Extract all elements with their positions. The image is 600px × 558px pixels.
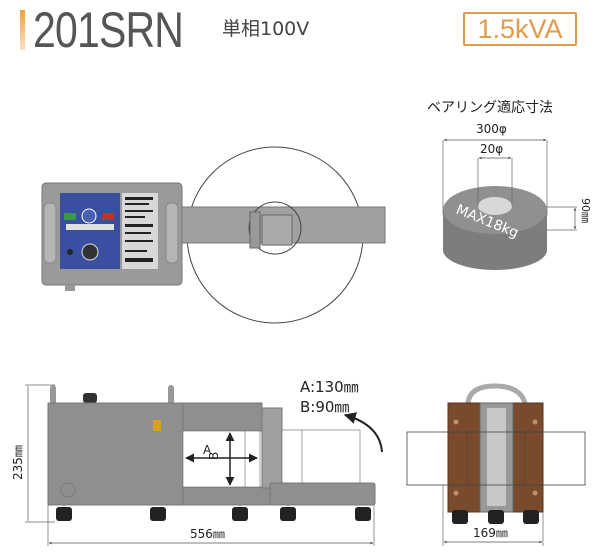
a-label: A	[203, 443, 212, 457]
front-view: 169㎜	[406, 383, 586, 546]
dial	[81, 243, 99, 261]
front-width-dimension: 169㎜	[473, 526, 508, 540]
side-view: A B A:130㎜ B:90㎜ 235㎜ 556㎜	[11, 378, 383, 546]
bearing-hole	[478, 197, 512, 215]
rotation-arrow	[343, 412, 383, 453]
model-name: 201SRN	[33, 2, 184, 58]
feet	[56, 507, 371, 521]
label-plate	[122, 193, 158, 269]
inner-diameter: 20φ	[480, 142, 503, 156]
accent-bar	[20, 10, 25, 50]
b-label: B	[207, 452, 221, 460]
outer-diameter: 300φ	[476, 122, 507, 136]
width-dimension: 556㎜	[190, 527, 225, 541]
bearing-dimensions: ベアリング適応寸法 300φ 20φ 90㎜ MAX18kg	[427, 99, 592, 270]
a-dimension: A:130㎜	[300, 378, 359, 396]
height-dimension: 235㎜	[11, 445, 25, 480]
voltage-label: 単相100V	[222, 18, 310, 40]
coil-right	[512, 402, 544, 513]
column	[261, 407, 283, 489]
coil-left	[447, 402, 481, 513]
top-view	[41, 146, 386, 324]
bearing-height: 90㎜	[579, 198, 592, 223]
capacity-badge: 1.5kVA	[463, 12, 577, 46]
bearing-outline-front	[406, 431, 586, 486]
main-body	[47, 402, 184, 506]
opening	[182, 430, 261, 488]
base	[269, 482, 376, 506]
bearing-title: ベアリング適応寸法	[427, 99, 553, 116]
b-dimension: B:90㎜	[300, 398, 349, 416]
